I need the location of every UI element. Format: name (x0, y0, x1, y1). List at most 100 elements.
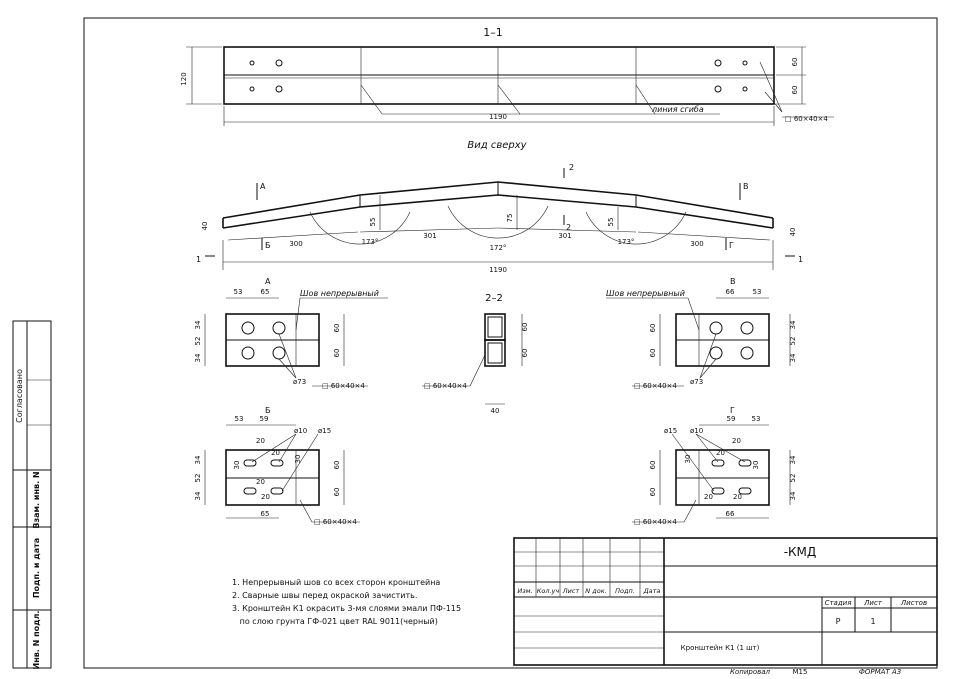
tb-h-list: Лист (562, 587, 580, 595)
detail-a-title: А (265, 277, 271, 286)
tb-m15: М15 (793, 668, 808, 676)
note-1: 1. Непрерывный шов со всех сторон кроншт… (232, 578, 440, 587)
detail-v-side-1: 34 (789, 320, 797, 329)
detail-v-dim-2: 53 (753, 288, 762, 296)
detail-b-side-2: 52 (194, 474, 202, 483)
detail-g-bottom: 66 (726, 510, 735, 518)
stamp-inv-podl: Инв. N подл. (32, 611, 41, 670)
section-2-2-dim-2: 60 (521, 349, 529, 358)
sheet-frame (83, 17, 938, 669)
tb-stage: Р (836, 617, 841, 626)
detail-v-side-2: 52 (789, 337, 797, 346)
tb-h-ndok: N док. (585, 587, 606, 595)
detail-b-small-1: 20 (256, 437, 265, 445)
detail-g-dim-1: 59 (727, 415, 736, 423)
detail-g-small-1: 20 (732, 437, 741, 445)
tb-sheet: 1 (870, 617, 875, 626)
section-mark-2-top: 2 (569, 163, 574, 172)
end-mark-left: 1 (196, 255, 201, 264)
tb-h-koluch: Кол.уч (537, 587, 560, 595)
detail-b-hole15: ø15 (318, 427, 331, 435)
detail-b: Б 53 59 20 20 20 20 30 30 ø10 ø15 34 52 … (194, 406, 360, 526)
rise-left: 55 (369, 218, 377, 227)
detail-a-profile: □ 60×40×4 (322, 382, 365, 390)
angle-mid: 172° (490, 244, 507, 252)
tb-sheet-label: Лист (863, 599, 883, 607)
stamp-agreed: Согласовано (15, 369, 24, 423)
stamp-inv-zam: Взам. инв. N (32, 471, 41, 528)
detail-g-hole10: ø10 (690, 427, 703, 435)
section-1-1-dim-top: 60 (791, 58, 799, 67)
cut-a: А (260, 182, 266, 191)
top-view-title: Вид сверху (467, 140, 527, 151)
detail-a-dim-1: 53 (234, 288, 243, 296)
detail-b-profile: □ 60×40×4 (314, 518, 357, 526)
tb-copied: Копировал (730, 668, 771, 676)
seg-1: 300 (289, 240, 302, 248)
detail-b-side-3: 34 (194, 491, 202, 500)
note-3: 3. Кронштейн К1 окрасить 3-мя слоями эма… (232, 604, 461, 613)
tb-h-podp: Подп. (615, 587, 635, 595)
seg-3: 301 (558, 232, 571, 240)
detail-g: Г 59 53 20 20 20 20 30 30 ø15 ø10 34 52 … (632, 406, 797, 526)
detail-a-right-1: 60 (333, 324, 341, 333)
detail-b-bottom: 65 (261, 510, 270, 518)
section-mark-2-bottom: 2 (566, 223, 571, 232)
detail-g-side-3: 34 (789, 491, 797, 500)
detail-v-profile: □ 60×40×4 (634, 382, 677, 390)
detail-a-hole: ø73 (293, 378, 306, 386)
detail-g-small-4: 20 (733, 493, 742, 501)
seg-2: 301 (423, 232, 436, 240)
section-1-1-dim-bottom: 60 (791, 86, 799, 95)
detail-b-small-6: 30 (294, 455, 302, 464)
detail-g-small-3: 20 (704, 493, 713, 501)
detail-v: В 66 53 Шов непрерывный 34 52 34 60 60 ø… (606, 277, 797, 390)
section-1-1-length: 1190 (489, 113, 507, 121)
notes: 1. Непрерывный шов со всех сторон кроншт… (232, 578, 461, 626)
title-block: Изм. Кол.уч Лист N док. Подп. Дата -КМД … (513, 537, 938, 676)
detail-g-hole15: ø15 (664, 427, 677, 435)
detail-v-hole: ø73 (690, 378, 703, 386)
detail-v-left-2: 60 (649, 349, 657, 358)
tb-stage-label: Стадия (825, 599, 852, 607)
detail-a-dim-2: 65 (261, 288, 270, 296)
detail-b-small-5: 30 (233, 461, 241, 470)
section-1-1: 1–1 120 60 60 1190 линия сгиба (180, 26, 834, 126)
detail-b-right-1: 60 (333, 461, 341, 470)
detail-v-dim-1: 66 (726, 288, 735, 296)
detail-g-small-5: 30 (684, 455, 692, 464)
stamp-sign-date: Подп. и дата (32, 538, 41, 598)
cut-g: Г (729, 241, 734, 250)
detail-a-side-1: 34 (194, 320, 202, 329)
tb-code: -КМД (784, 545, 817, 559)
seg-4: 300 (690, 240, 703, 248)
detail-g-title: Г (730, 406, 735, 415)
tb-format: ФОРМАТ А3 (859, 668, 901, 676)
detail-a-side-2: 52 (194, 337, 202, 346)
detail-a-side-3: 34 (194, 353, 202, 362)
detail-b-right-2: 60 (333, 488, 341, 497)
angle-right: 173° (618, 238, 635, 246)
detail-a-right-2: 60 (333, 349, 341, 358)
left-end: 40 (201, 222, 209, 231)
detail-v-weld: Шов непрерывный (606, 289, 685, 298)
detail-b-small-4: 20 (261, 493, 270, 501)
detail-g-left-1: 60 (649, 461, 657, 470)
detail-a: А 53 65 Шов непрерывный 34 52 34 60 60 ø… (194, 277, 388, 390)
section-1-1-profile: □ 60×40×4 (785, 115, 828, 123)
detail-g-small-6: 30 (752, 461, 760, 470)
section-2-2: 2–2 60 60 40 □ 60×40×4 (422, 293, 529, 415)
detail-v-side-3: 34 (789, 353, 797, 362)
section-1-1-title: 1–1 (483, 26, 503, 39)
rise-mid: 75 (506, 214, 514, 223)
detail-v-left-1: 60 (649, 324, 657, 333)
bend-line-label: линия сгиба (651, 105, 704, 114)
end-mark-right: 1 (798, 255, 803, 264)
section-2-2-profile: □ 60×40×4 (424, 382, 467, 390)
top-view-overall: 1190 (489, 266, 507, 274)
detail-b-small-3: 20 (256, 478, 265, 486)
detail-g-side-2: 52 (789, 474, 797, 483)
detail-a-weld: Шов непрерывный (300, 289, 379, 298)
tb-part-name: Кронштейн К1 (1 шт) (681, 644, 760, 652)
detail-g-dim-2: 53 (752, 415, 761, 423)
